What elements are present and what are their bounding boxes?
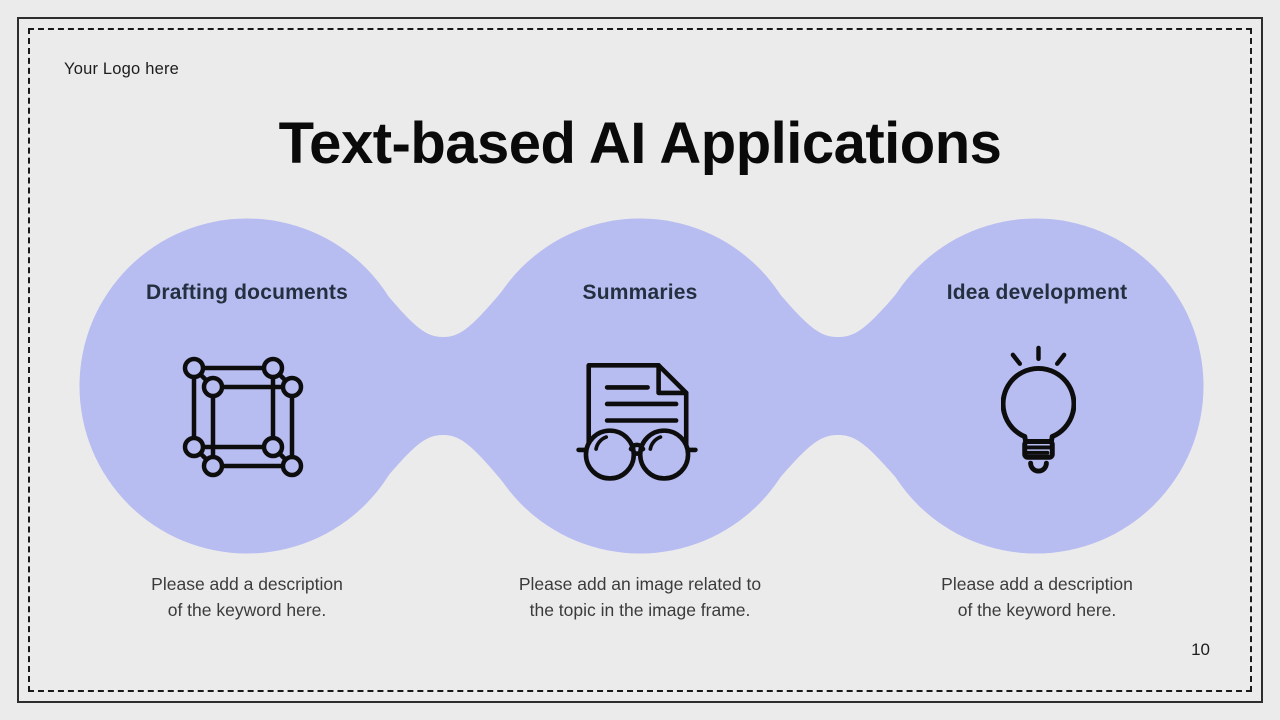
logo-placeholder: Your Logo here [64, 60, 180, 78]
slide-title: Text-based AI Applications [278, 111, 1002, 176]
item-description-drafting-documents: Please add a description of the keyword … [151, 574, 343, 620]
page-number: 10 [1191, 640, 1210, 659]
cube-network-icon [182, 356, 304, 478]
item-description-summaries: Please add an image related to the topic… [518, 574, 762, 620]
item-heading-idea-development: Idea development [946, 281, 1128, 304]
item-heading-summaries: Summaries [582, 281, 698, 304]
lightbulb-icon [1001, 345, 1076, 474]
item-description-idea-development: Please add a description of the keyword … [941, 574, 1133, 620]
item-heading-drafting-documents: Drafting documents [146, 281, 348, 304]
document-glasses-icon [576, 363, 698, 481]
